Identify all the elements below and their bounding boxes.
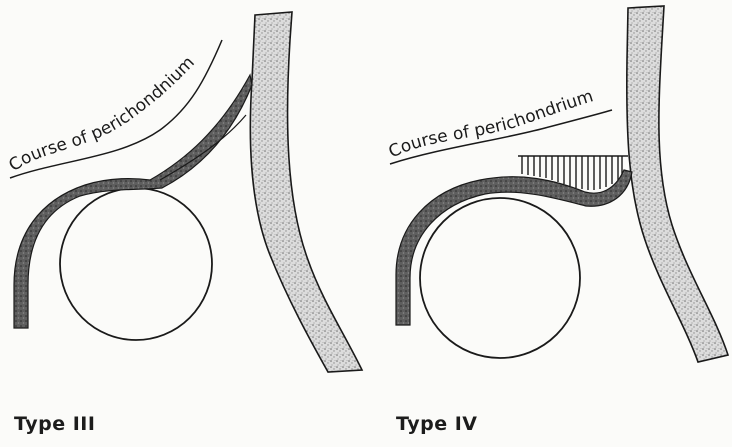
- type-iv-panel: Course of perichondrium: [386, 6, 728, 362]
- type-iii-circle: [60, 188, 212, 340]
- type-iv-label: Type IV: [396, 413, 477, 435]
- type-iv-perichondrium-band: [396, 170, 632, 325]
- type-iii-label: Type III: [14, 413, 95, 435]
- type-iv-annotation: Course of perichondrium: [386, 86, 596, 162]
- type-iii-annotation: Course of perichondnium: [5, 53, 198, 176]
- type-iii-panel: Course of perichondnium: [5, 12, 362, 372]
- type-iv-cartilage-band: [627, 6, 728, 362]
- type-iv-circle: [420, 198, 580, 358]
- type-iii-cartilage-band: [250, 12, 362, 372]
